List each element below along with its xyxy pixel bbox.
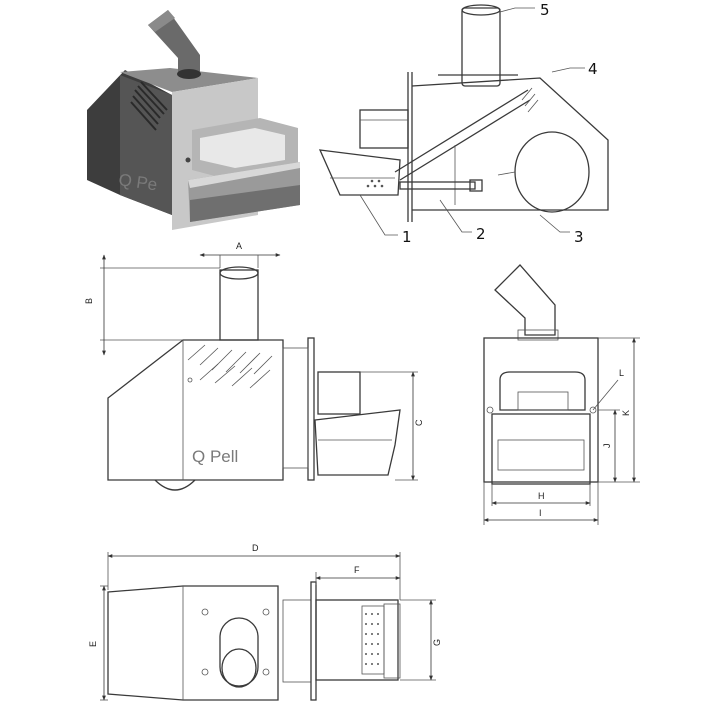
side-view-brand-text: Q Pell <box>192 447 238 466</box>
callout-1: 1 <box>402 228 412 246</box>
dim-label-b: B <box>84 298 94 304</box>
dim-label-e: E <box>88 641 98 647</box>
dim-label-g: G <box>432 639 442 646</box>
dim-label-l: L <box>619 368 624 378</box>
dim-label-h: H <box>538 491 545 501</box>
dim-label-j: J <box>602 444 612 449</box>
callout-3: 3 <box>574 228 584 246</box>
dim-label-d: D <box>252 543 259 553</box>
dim-label-k: K <box>621 410 631 416</box>
dim-label-i: I <box>539 508 542 518</box>
dim-label-f: F <box>354 565 360 575</box>
dim-label-a: A <box>236 241 242 251</box>
burner-front-view: H I J K L <box>483 264 640 525</box>
dim-label-c: C <box>414 419 424 426</box>
callout-2: 2 <box>476 225 486 243</box>
callout-5: 5 <box>540 1 550 19</box>
burner-top-view: D E F G <box>88 543 442 701</box>
burner-side-view: Q Pell A B C <box>84 241 424 491</box>
callout-4: 4 <box>588 60 598 78</box>
burner-cross-section: 1 2 3 4 5 <box>318 1 609 246</box>
burner-3d-render: Q Pe <box>87 10 300 230</box>
